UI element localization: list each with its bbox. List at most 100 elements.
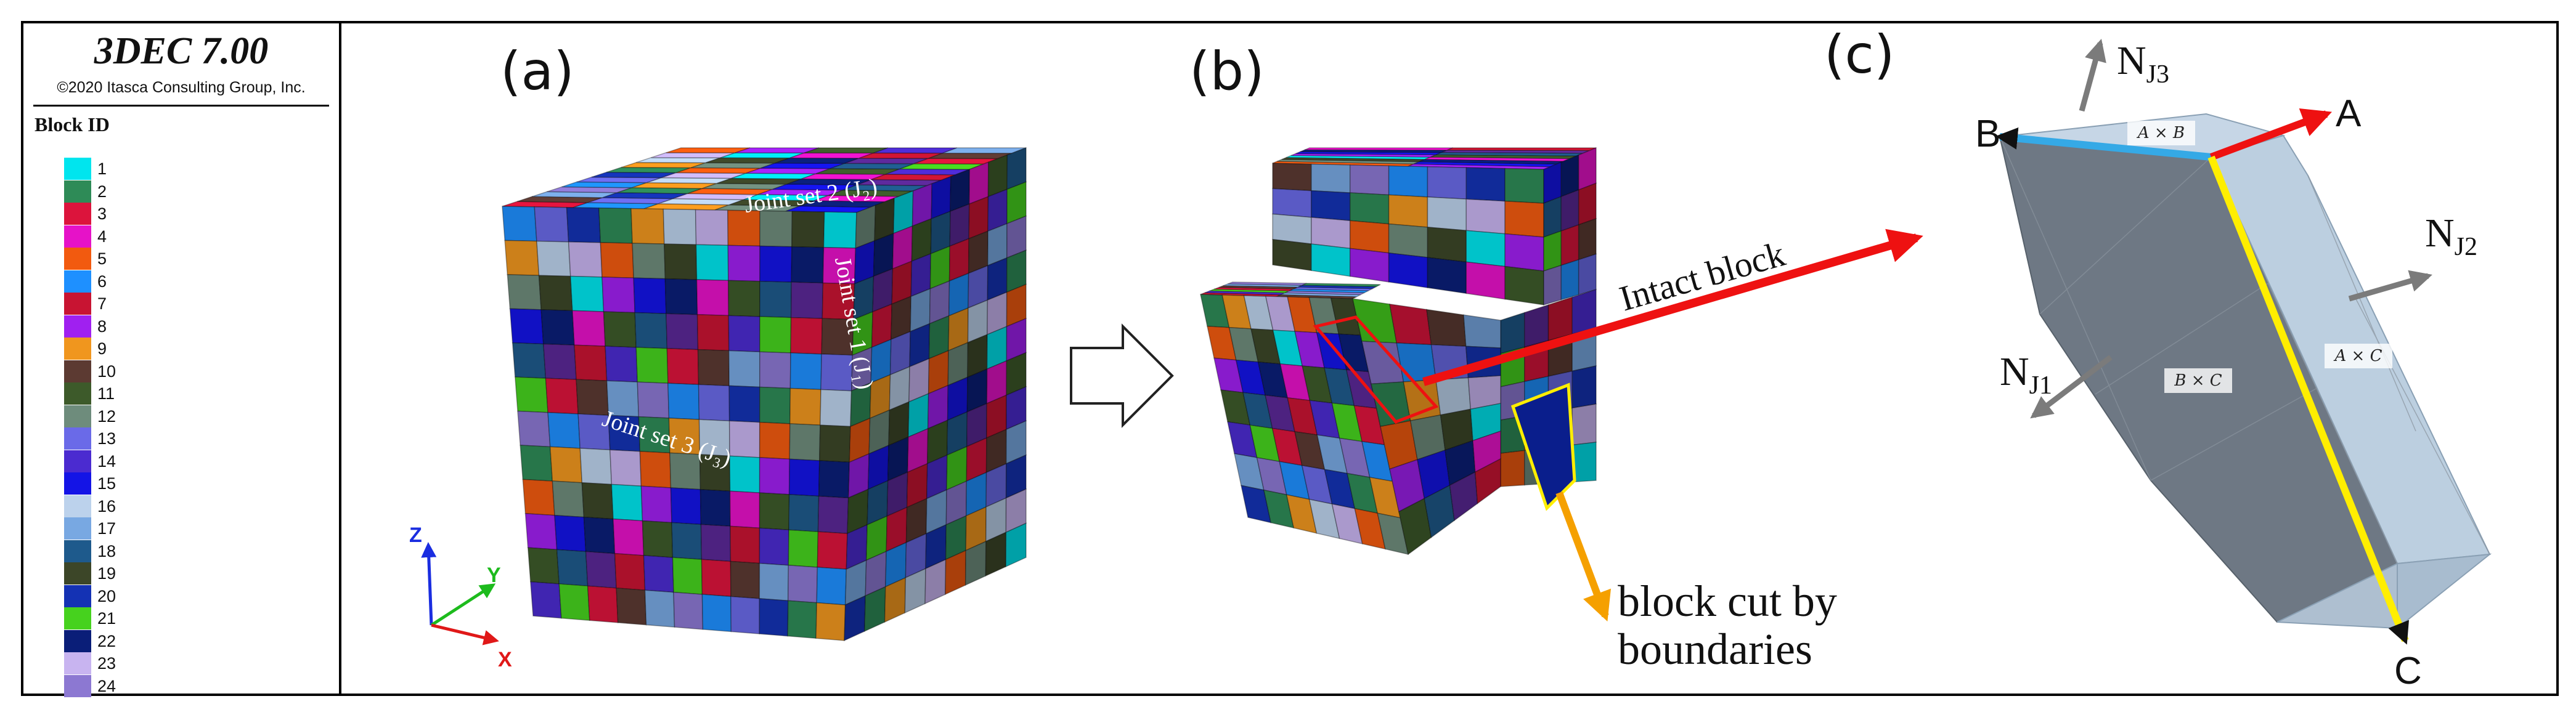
- block-face: [1571, 288, 1597, 335]
- block-face: [728, 420, 760, 458]
- block-face: [504, 240, 540, 276]
- legend-swatch: [64, 427, 91, 450]
- legend-swatch: [64, 607, 91, 629]
- block-face: [601, 277, 636, 313]
- legend-label: 7: [97, 294, 107, 313]
- block-face: [1349, 164, 1390, 196]
- block-face: [574, 344, 608, 382]
- legend-label: 18: [97, 541, 116, 560]
- block-face: [789, 387, 821, 426]
- block-face: [509, 308, 544, 345]
- block-face: [522, 479, 555, 516]
- block-face: [616, 588, 647, 626]
- block-face: [600, 242, 634, 279]
- block-face: [730, 560, 760, 599]
- vector-a: [2209, 108, 2332, 161]
- block-face: [1547, 296, 1573, 341]
- block-face: [1311, 217, 1351, 249]
- block-face: [1474, 458, 1501, 504]
- block-face: [1388, 165, 1429, 198]
- vector-b: [1995, 127, 2212, 161]
- block-face: [788, 529, 819, 568]
- block-face: [558, 583, 590, 621]
- normal-j1-label: NJ1: [2000, 349, 2052, 400]
- block-face: [632, 243, 666, 280]
- block-face: [549, 446, 583, 483]
- legend-swatch: [64, 674, 91, 697]
- block-face: [1427, 227, 1467, 263]
- block-face: [1465, 261, 1506, 300]
- block-face: [1504, 168, 1544, 204]
- legend-label: 17: [97, 519, 116, 538]
- legend-label: 14: [97, 451, 116, 471]
- block-face: [1272, 213, 1312, 245]
- highlighted-cut-block: [1510, 382, 1576, 511]
- axes-triad: Z Y X: [409, 524, 512, 671]
- product-a-cross-b: A × B: [2137, 124, 2185, 142]
- block-face: [637, 381, 670, 419]
- legend-swatch: [64, 180, 91, 203]
- block-face: [520, 445, 553, 482]
- jointed-block-cube: [502, 147, 1027, 642]
- highlighted-intact-block: [1313, 315, 1439, 424]
- block-face: [611, 483, 643, 522]
- block-face: [759, 210, 793, 248]
- legend-label: 4: [97, 227, 107, 246]
- block-face: [1349, 220, 1390, 254]
- block-face: [603, 311, 637, 348]
- block-face: [540, 309, 575, 346]
- block-face: [524, 512, 558, 551]
- legend-swatch: [64, 360, 91, 382]
- legend-swatch: [64, 203, 91, 225]
- block-face: [695, 244, 729, 281]
- block-face: [729, 490, 760, 529]
- block-face: [1578, 182, 1597, 226]
- legend-swatch: [64, 382, 91, 405]
- block-face: [1349, 192, 1390, 225]
- legend-swatch: [64, 315, 91, 338]
- block-face: [819, 424, 851, 463]
- legend-title: Block ID: [35, 113, 110, 136]
- block-face: [701, 559, 732, 597]
- block-face: [1427, 257, 1467, 294]
- block-face: [1504, 265, 1544, 305]
- block-face: [643, 555, 674, 593]
- cut-block-label-line2: boundaries: [1618, 625, 1812, 674]
- block-face: [1543, 230, 1562, 272]
- copyright-text: ©2020 Itasca Consulting Group, Inc.: [57, 79, 306, 96]
- block-face: [1463, 314, 1501, 349]
- block-face: [696, 279, 730, 317]
- block-face: [1311, 190, 1351, 222]
- block-face: [556, 549, 589, 587]
- panel-label-b: (b): [1189, 41, 1265, 102]
- legend-label: 19: [97, 564, 116, 583]
- block-face: [701, 594, 732, 633]
- legend-label: 11: [97, 384, 115, 403]
- block-face: [1524, 304, 1549, 348]
- block-face: [1465, 230, 1506, 267]
- normal-j2-arrow: [2348, 270, 2432, 302]
- block-face: [662, 208, 697, 246]
- block-face: [585, 551, 617, 589]
- block-face: [790, 281, 824, 319]
- normal-j1-arrow: [2030, 355, 2113, 419]
- legend-swatch: [64, 629, 91, 652]
- block-face: [512, 342, 547, 379]
- block-face: [1311, 243, 1351, 277]
- legend-label: 8: [97, 317, 107, 336]
- block-face: [536, 240, 571, 277]
- legend-label: 6: [97, 272, 107, 291]
- block-face: [759, 457, 790, 495]
- block-face: [547, 411, 581, 449]
- block-face: [759, 492, 790, 531]
- block-face: [1560, 224, 1579, 266]
- block-face: [1465, 167, 1506, 202]
- block-face: [552, 480, 585, 518]
- block-face: [1500, 450, 1525, 487]
- block-face: [609, 449, 642, 487]
- legend-label: 22: [97, 631, 116, 650]
- block-face: [759, 280, 793, 318]
- software-title: 3DEC 7.00: [94, 30, 269, 72]
- legend-swatch: [64, 405, 91, 427]
- legend-swatch: [64, 540, 91, 562]
